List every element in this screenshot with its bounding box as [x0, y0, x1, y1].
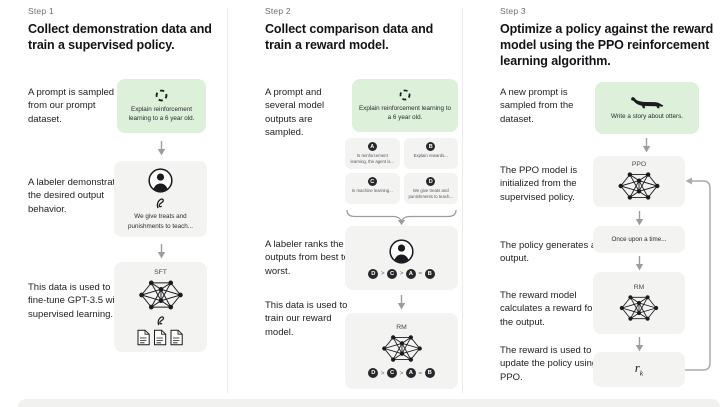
output-badge: B: [426, 142, 436, 151]
step-3-caption-output: The policy generates an output.: [500, 240, 602, 265]
network-icon: [617, 170, 661, 202]
policy-output-text: Once upon a time...: [611, 235, 667, 243]
step-2-title: Collect comparison data and train a rewa…: [265, 22, 434, 52]
rank-separator: >: [380, 369, 385, 377]
rank-badge: A: [405, 368, 416, 378]
down-arrow-icon: [642, 137, 651, 153]
labeler-demo-card: We give treats and punishments to teach.…: [114, 161, 207, 237]
rm-label: RM: [633, 283, 645, 291]
step-2-caption-train: This data is used to train our reward mo…: [265, 300, 348, 338]
rank-separator: >: [399, 369, 404, 377]
reward-symbol: rk: [635, 361, 643, 378]
rank-separator: =: [418, 270, 423, 277]
rank-separator: >: [380, 270, 385, 277]
reward-value-card: rk: [593, 352, 685, 387]
ppo-model-card: PPO: [593, 156, 685, 207]
next-section-strip: [18, 399, 720, 407]
rank-separator: >: [399, 270, 404, 277]
rank-badge: D: [368, 268, 379, 279]
step-3-title: Optimize a policy against the reward mod…: [500, 22, 714, 68]
output-card-c: C In machine learning...: [345, 173, 400, 204]
labeler-avatar-icon: [388, 238, 415, 265]
sample-icon: [155, 89, 168, 102]
labeler-demo-text: We give treats and punishments to teach.…: [127, 213, 194, 230]
reward-model-card: RM: [593, 272, 685, 334]
column-divider: [462, 8, 463, 393]
output-card-d: D We give treats and punishments to teac…: [403, 173, 458, 204]
step-3-label: Step 3: [500, 6, 526, 16]
reward-model-card: RM D > C > A = B: [345, 313, 458, 389]
step-1-caption-prompt: A prompt is sampled from our prompt data…: [28, 87, 115, 125]
labeler-rank-card: D > C > A = B: [345, 226, 458, 290]
prompt-card: Write a story about otters.: [595, 82, 699, 134]
loop-arrow-icon: [675, 172, 720, 382]
sample-icon: [399, 89, 411, 101]
rank-badge: D: [368, 368, 379, 378]
network-icon: [138, 278, 184, 312]
prompt-card: Explain reinforcement learning to a 6 ye…: [352, 79, 458, 132]
step-2-caption-rank: A labeler ranks the outputs from best to…: [265, 239, 349, 277]
model-outputs-grid: A In reinforcement learning, the agent i…: [345, 138, 458, 204]
step-1-title: Collect demonstration data and train a s…: [28, 22, 212, 52]
down-arrow-icon: [635, 255, 644, 271]
brace-icon: [345, 209, 458, 225]
down-arrow-icon: [635, 336, 644, 352]
rank-badge: A: [405, 268, 416, 279]
output-badge: A: [367, 142, 377, 151]
reward-symbol-k: k: [639, 368, 644, 378]
step-1-label: Step 1: [28, 6, 54, 16]
output-text: Explain rewards...: [413, 153, 448, 158]
ppo-label: PPO: [631, 161, 647, 168]
step-1-caption-finetune: This data is used to fine-tune GPT-3.5 w…: [28, 282, 123, 320]
output-badge: D: [426, 177, 436, 186]
step-2-label: Step 2: [265, 6, 291, 16]
down-arrow-icon: [157, 243, 166, 259]
down-arrow-icon: [397, 294, 406, 310]
network-icon: [618, 293, 660, 323]
policy-output-card: Once upon a time...: [593, 226, 685, 253]
sft-model-card: SFT: [114, 262, 207, 352]
output-text: We give treats and punishments to teach.…: [408, 188, 453, 200]
output-card-b: B Explain rewards...: [403, 138, 458, 169]
rank-badge: B: [424, 268, 435, 279]
pencil-icon: [155, 197, 166, 209]
rank-badge: C: [387, 368, 398, 378]
prompt-text: Write a story about otters.: [611, 112, 683, 120]
otter-icon: [630, 95, 664, 109]
step-1-caption-labeler: A labeler demonstrates the desired outpu…: [28, 177, 126, 215]
sft-label: SFT: [154, 268, 167, 276]
output-text: In machine learning...: [351, 188, 393, 193]
network-icon: [381, 333, 423, 364]
output-text: In reinforcement learning, the agent is.…: [350, 153, 394, 165]
column-divider: [227, 8, 228, 393]
rm-label: RM: [396, 324, 407, 331]
ranking-row: D > C > A = B: [368, 368, 435, 378]
output-card-a: A In reinforcement learning, the agent i…: [345, 138, 400, 169]
step-2-caption-prompt: A prompt and several model outputs are s…: [265, 87, 325, 138]
prompt-text: Explain reinforcement learning to a 6 ye…: [358, 104, 452, 121]
documents-icon: [137, 329, 185, 346]
step-3-caption-prompt: A new prompt is sampled from the dataset…: [500, 87, 574, 125]
reward-symbol-r: r: [634, 361, 640, 376]
rank-badge: C: [387, 268, 398, 279]
labeler-avatar-icon: [147, 167, 174, 194]
rank-badge: B: [424, 368, 435, 378]
prompt-text: Explain reinforcement learning to a 6 ye…: [128, 105, 195, 122]
step-3-caption-reward: The reward model calculates a reward for…: [500, 290, 596, 328]
down-arrow-icon: [157, 140, 166, 156]
step-3-caption-update: The reward is used to update the policy …: [500, 345, 598, 383]
step-3-caption-init: The PPO model is initialized from the su…: [500, 165, 578, 203]
pencil-icon: [156, 315, 166, 326]
ranking-row: D > C > A = B: [368, 268, 435, 279]
rank-separator: =: [418, 369, 423, 377]
prompt-card: Explain reinforcement learning to a 6 ye…: [117, 79, 206, 133]
output-badge: C: [367, 177, 377, 186]
down-arrow-icon: [635, 210, 644, 226]
